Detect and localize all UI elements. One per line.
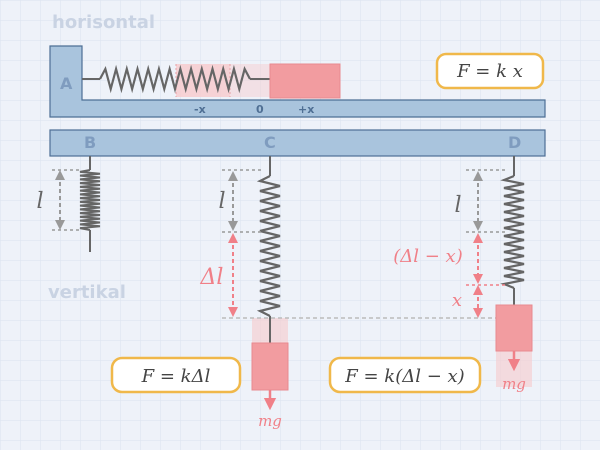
horizontal-mass (269, 63, 341, 99)
spring-B-group: l (36, 156, 101, 252)
vertical-support-beam (49, 129, 546, 157)
mass-C (251, 342, 289, 391)
horizontal-setup: A -x 0 +x F = k x (49, 45, 546, 118)
spring-D-group: l (Δl − x) x mg (393, 156, 533, 393)
horizontal-wall-beam (49, 45, 546, 118)
spring-D (500, 174, 525, 290)
formula-oscillating: F = k(Δl − x) (344, 366, 464, 387)
tick-label-pos-x: +x (298, 103, 314, 116)
extension-label-D: (Δl − x) (393, 246, 462, 267)
mass-D (495, 304, 533, 352)
weight-label-C: mg (258, 412, 282, 430)
point-label-A: A (60, 74, 73, 93)
length-label-D: l (454, 193, 461, 218)
extension-label-C: Δl (200, 265, 224, 290)
length-label-B: l (36, 189, 43, 214)
formula-hooke: F = k x (456, 61, 523, 82)
weight-label-D: mg (502, 375, 526, 393)
section-label-horizontal: horisontal (52, 12, 155, 33)
formula-box-oscillating (328, 356, 482, 394)
point-label-B: B (84, 133, 96, 152)
tick-label-neg-x: -x (194, 103, 206, 116)
length-label-C: l (218, 189, 225, 214)
spring-B (79, 169, 101, 231)
formula-box-hooke (435, 52, 545, 90)
formula-box-hanging (110, 356, 242, 394)
point-label-D: D (508, 133, 521, 152)
spring-C (256, 175, 281, 317)
spring-C-group: l Δl mg (200, 156, 289, 430)
section-label-vertical: vertikal (48, 282, 126, 303)
displacement-label: x (452, 290, 462, 311)
point-label-C: C (264, 133, 276, 152)
horizontal-spring (99, 64, 251, 94)
tick-label-zero: 0 (256, 103, 264, 116)
formula-hanging: F = kΔl (141, 366, 211, 387)
